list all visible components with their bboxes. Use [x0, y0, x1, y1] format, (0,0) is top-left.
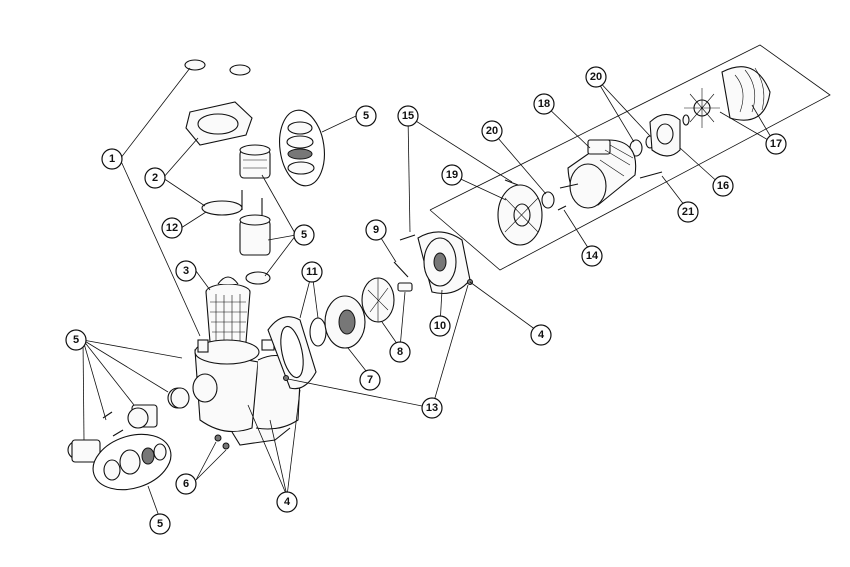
screw-9-part [393, 261, 409, 278]
lid-plug-part [184, 59, 251, 76]
callout-9: 9 [365, 219, 387, 241]
callout-21: 21 [677, 201, 699, 223]
callout-12: 12 [161, 217, 183, 239]
callout-15: 15 [397, 105, 419, 127]
callout-1: 1 [101, 148, 123, 170]
lid-o-ring-part [201, 200, 243, 216]
callout-5-right: 5 [293, 224, 315, 246]
svg-text:20: 20 [486, 125, 498, 137]
fan-part [684, 88, 720, 128]
svg-text:2: 2 [152, 172, 158, 184]
drain-plug-6-part [214, 434, 230, 450]
svg-text:5: 5 [157, 518, 163, 530]
callout-5-top: 5 [355, 105, 377, 127]
callout-13: 13 [421, 397, 443, 419]
callout-20-left: 20 [481, 120, 503, 142]
motor-part [559, 139, 637, 209]
key-14-part [557, 205, 567, 211]
impeller-part [361, 277, 413, 323]
svg-text:6: 6 [183, 478, 189, 490]
callout-5-left: 5 [65, 329, 87, 351]
svg-text:20: 20 [590, 71, 602, 83]
svg-text:12: 12 [166, 222, 178, 234]
callout-6: 6 [175, 473, 197, 495]
seal-plate-part [417, 231, 471, 295]
svg-text:5: 5 [73, 334, 79, 346]
callout-4-right: 4 [530, 324, 552, 346]
basket-part [205, 276, 251, 347]
callout-20-right: 20 [585, 66, 607, 88]
svg-text:11: 11 [306, 266, 318, 278]
motor-front-bracket-part [497, 184, 543, 246]
bolts-15-part [399, 179, 519, 241]
screw-21-part [639, 171, 663, 179]
flange-gasket-part [267, 316, 317, 390]
callout-19: 19 [441, 164, 463, 186]
union-detail-oval-lower [92, 433, 172, 491]
svg-text:16: 16 [717, 180, 729, 192]
svg-text:15: 15 [402, 110, 414, 122]
svg-text:1: 1 [109, 153, 115, 165]
svg-text:7: 7 [367, 374, 373, 386]
callout-8: 8 [389, 341, 411, 363]
callout-14: 14 [581, 245, 603, 267]
upper-union-part [239, 144, 271, 285]
lower-union-part [67, 387, 190, 463]
svg-text:4: 4 [538, 329, 545, 341]
svg-text:13: 13 [426, 402, 438, 414]
svg-text:5: 5 [363, 110, 369, 122]
callout-11: 11 [301, 261, 323, 283]
callout-5-bottom: 5 [149, 513, 171, 535]
callout-7: 7 [359, 369, 381, 391]
motor-rear-bracket-part [649, 113, 690, 157]
svg-text:14: 14 [586, 250, 599, 262]
callout-2: 2 [144, 167, 166, 189]
svg-text:9: 9 [373, 224, 379, 236]
lid-part [185, 101, 253, 146]
svg-text:5: 5 [301, 229, 307, 241]
diffuser-part [324, 295, 366, 349]
o-ring-11-part [309, 317, 327, 347]
callout-10: 10 [429, 315, 451, 337]
svg-text:18: 18 [538, 98, 550, 110]
callout-17: 17 [765, 133, 787, 155]
callout-4-bottom: 4 [276, 491, 298, 513]
callout-18: 18 [533, 93, 555, 115]
fan-cover-part [721, 66, 771, 121]
svg-text:19: 19 [446, 169, 458, 181]
motor-assembly-frame [429, 44, 831, 271]
callout-3: 3 [175, 260, 197, 282]
svg-text:4: 4 [284, 496, 291, 508]
svg-text:17: 17 [770, 138, 782, 150]
union-detail-oval [279, 109, 325, 187]
svg-text:3: 3 [183, 265, 189, 277]
svg-text:8: 8 [397, 346, 403, 358]
svg-text:21: 21 [682, 206, 694, 218]
svg-text:10: 10 [434, 320, 446, 332]
callout-16: 16 [712, 175, 734, 197]
